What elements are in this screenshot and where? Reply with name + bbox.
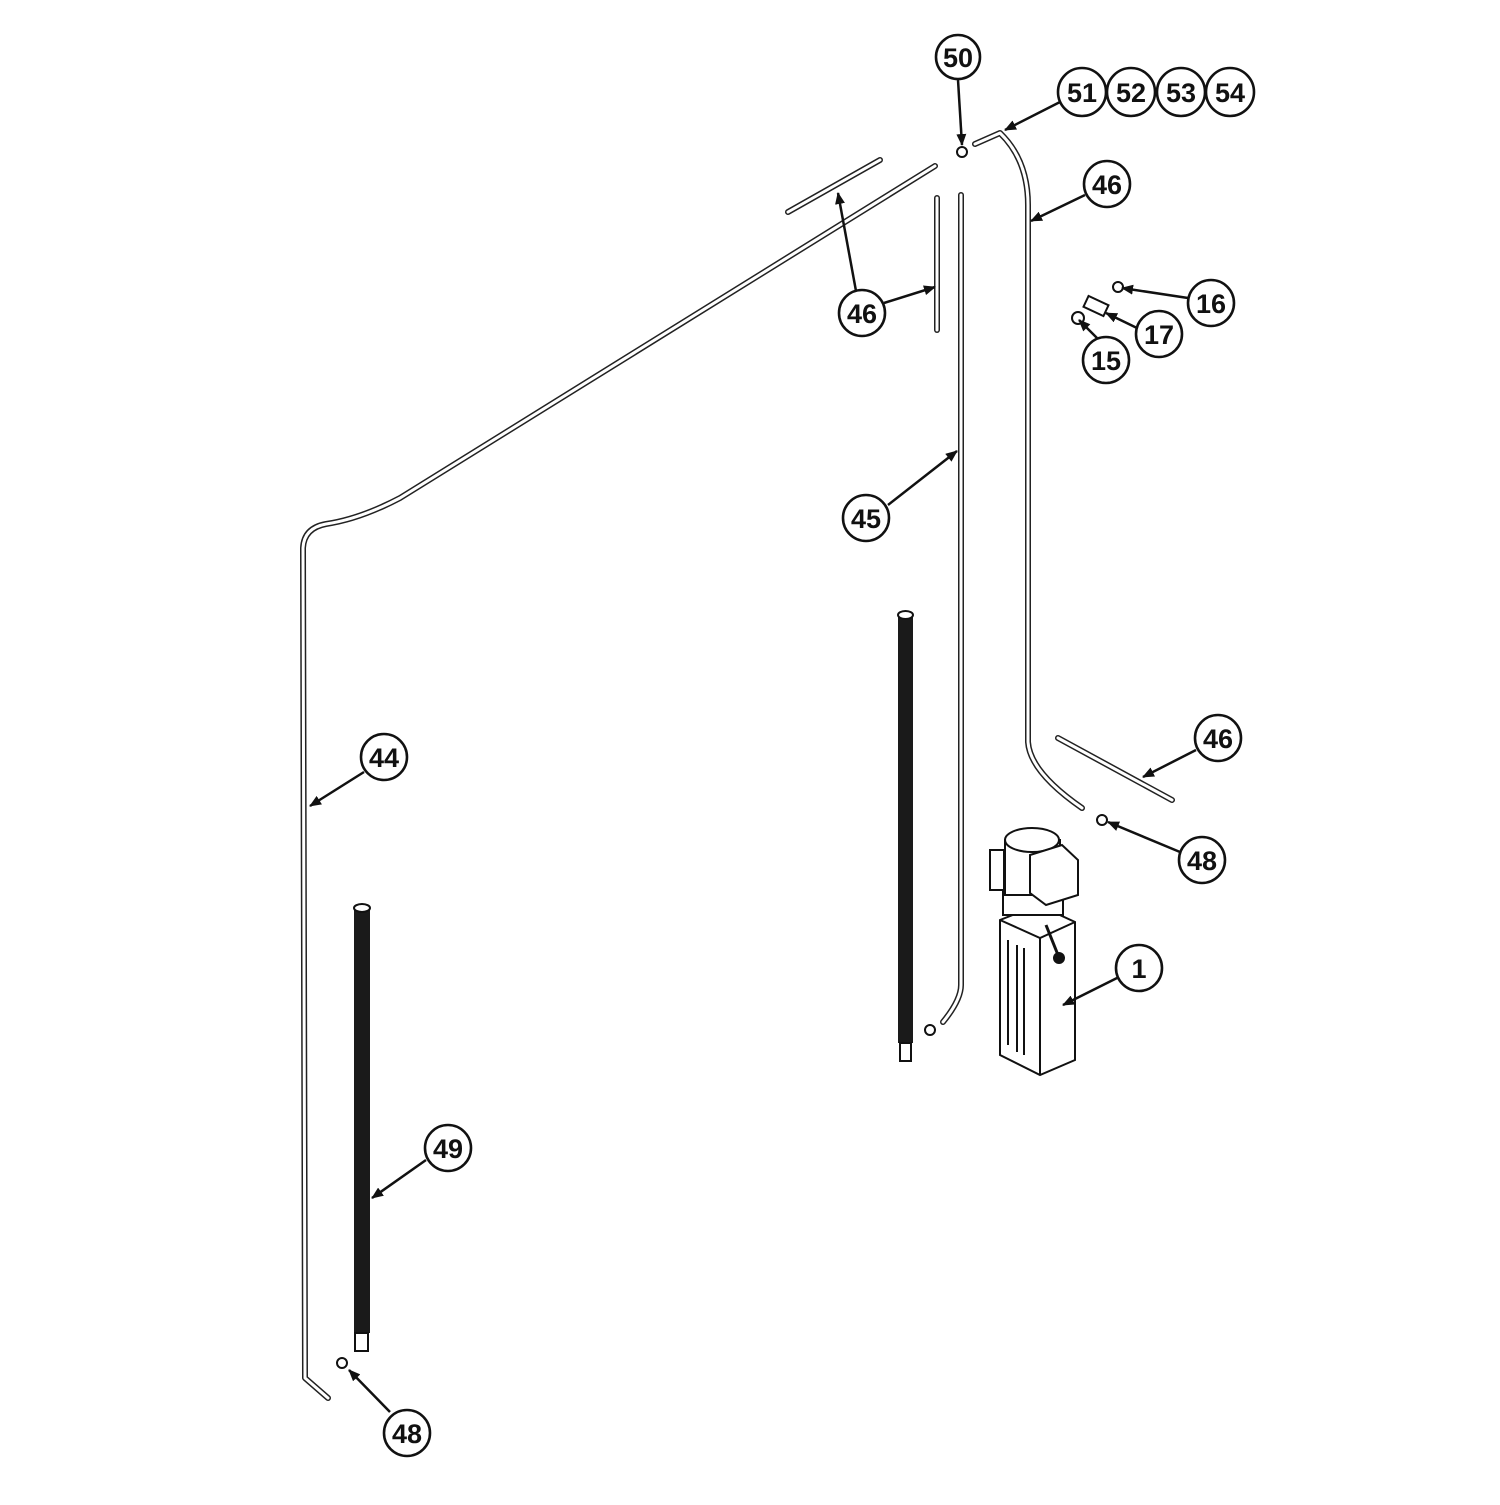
- cylinder-49: [353, 903, 371, 1352]
- callout-label: 17: [1144, 320, 1174, 350]
- callout-label: 54: [1215, 78, 1245, 108]
- callout-53: 53: [1155, 66, 1207, 118]
- callout-label: 49: [433, 1134, 463, 1164]
- callout-48-pump: 48: [1177, 835, 1227, 885]
- power-unit-1: [989, 827, 1079, 1077]
- callout-label: 1: [1131, 954, 1146, 984]
- callout-54: 54: [1204, 66, 1256, 118]
- callout-46-middle: 46: [837, 288, 887, 338]
- hose-46-lower-right: [1055, 735, 1175, 803]
- callout-label: 51: [1067, 78, 1097, 108]
- callout-46-top-right: 46: [1082, 159, 1132, 209]
- callout-52: 52: [1105, 66, 1157, 118]
- callout-51: 51: [1056, 66, 1108, 118]
- fitting-48-cylinder: [336, 1357, 348, 1369]
- callout-50: 50: [934, 33, 982, 81]
- fitting-elbow-45: [924, 1024, 936, 1036]
- hydraulic-line-45: [940, 192, 964, 1025]
- fitting-48-pump: [1096, 814, 1108, 826]
- bolt-16: [1112, 281, 1124, 293]
- tee-fitting-50: [956, 146, 968, 158]
- callout-label: 45: [851, 504, 881, 534]
- callout-15: 15: [1081, 335, 1131, 385]
- callout-label: 46: [1203, 724, 1233, 754]
- callout-label: 48: [1187, 846, 1217, 876]
- callout-label: 16: [1196, 289, 1226, 319]
- callout-16: 16: [1186, 278, 1236, 328]
- callout-17: 17: [1134, 309, 1184, 359]
- callout-label: 44: [369, 743, 399, 773]
- callout-48-bottom: 48: [382, 1408, 432, 1458]
- callout-label: 46: [847, 299, 877, 329]
- callout-label: 48: [392, 1419, 422, 1449]
- callout-label: 53: [1166, 78, 1196, 108]
- callout-49: 49: [423, 1123, 473, 1173]
- clamp-17: [1082, 294, 1110, 318]
- hydraulic-line-46-right: [972, 130, 1085, 811]
- callout-label: 52: [1116, 78, 1146, 108]
- leader-lines: [309, 79, 1197, 1413]
- hydraulic-line-44: [300, 163, 938, 1401]
- callout-label: 46: [1092, 170, 1122, 200]
- fittings: [336, 146, 1124, 1369]
- hose-46-upper-left: [785, 157, 883, 215]
- cylinder-right: [897, 610, 914, 1062]
- callout-44: 44: [359, 732, 409, 782]
- callout-1: 1: [1114, 943, 1164, 993]
- callout-45: 45: [841, 493, 891, 543]
- callout-46-lower: 46: [1193, 713, 1243, 763]
- callout-label: 15: [1091, 346, 1121, 376]
- callout-label: 50: [943, 43, 973, 73]
